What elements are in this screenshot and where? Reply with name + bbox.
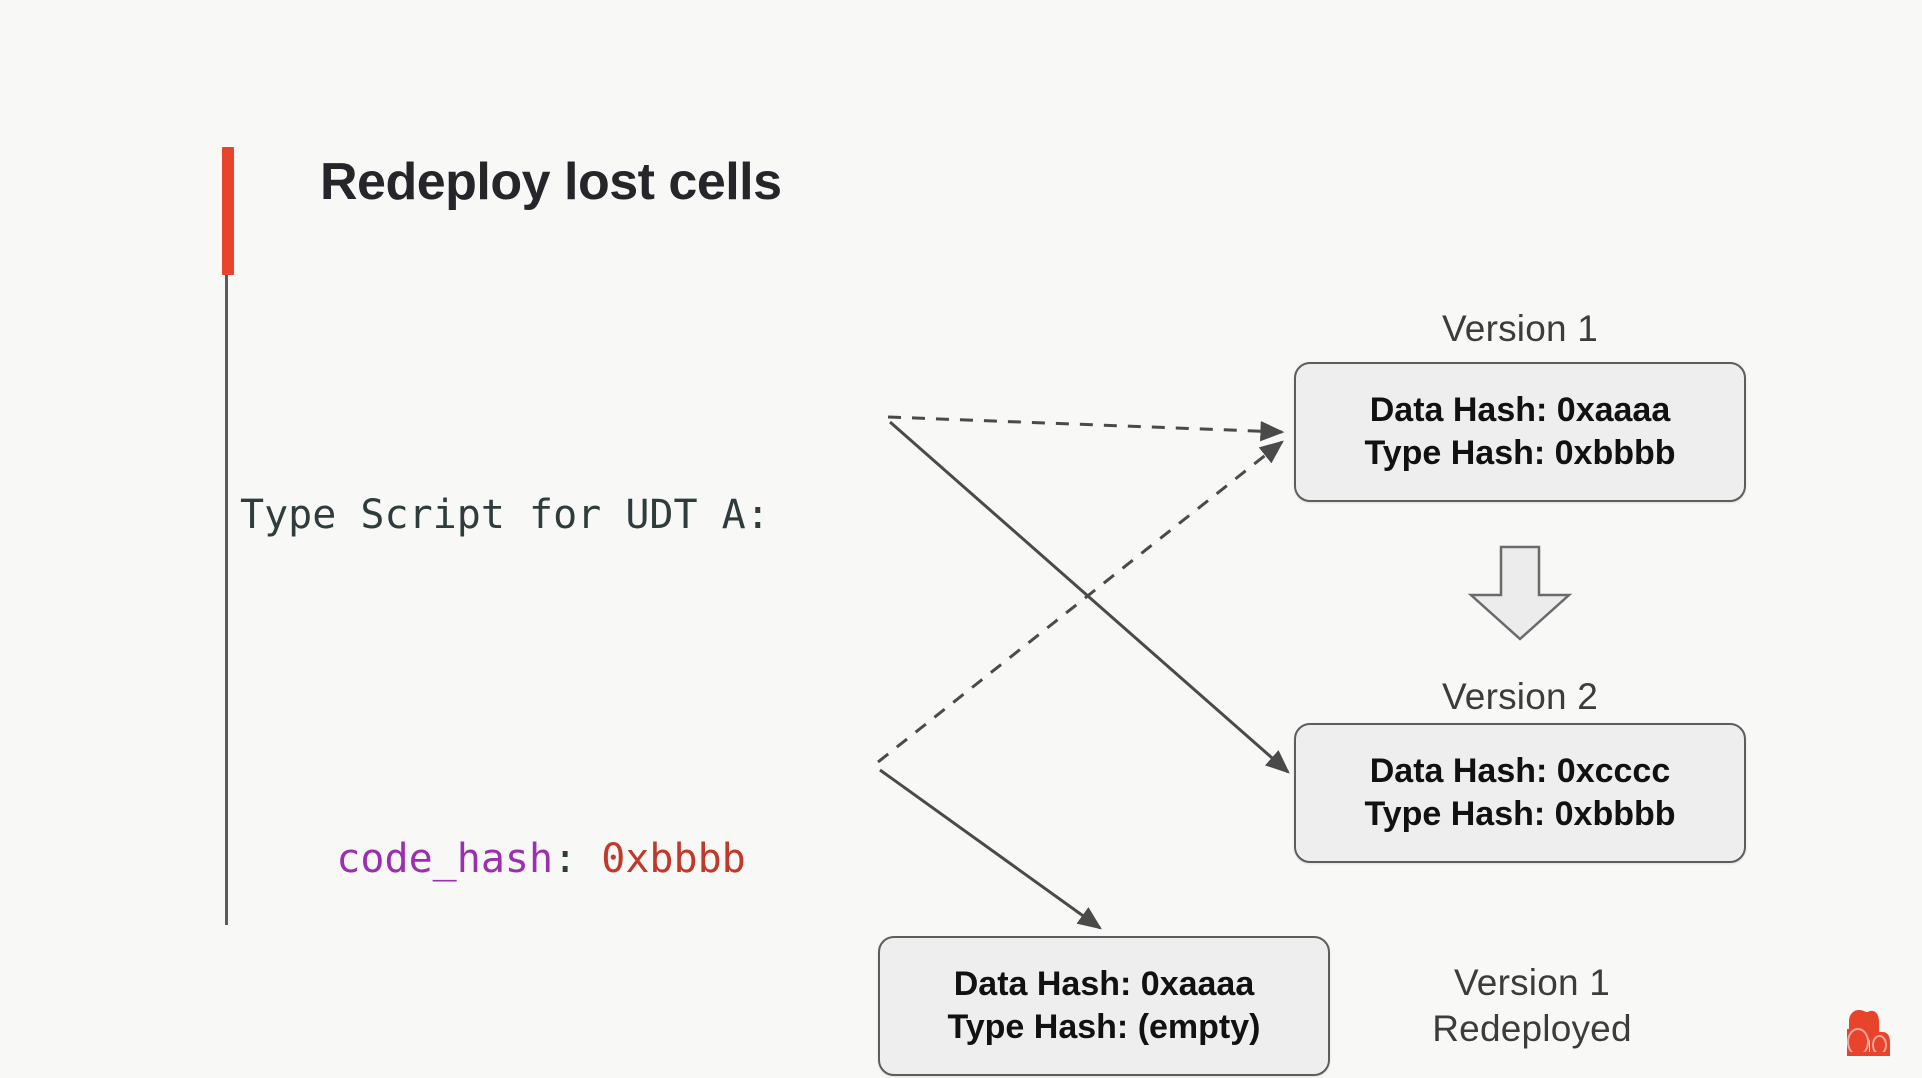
nervos-ckb-logo-icon [1847,1010,1890,1056]
label-redeployed-line2: Redeployed [1432,1007,1632,1049]
code-line-udt-a-code-hash: code_hash: 0xbbbb [240,816,770,902]
cell-box-version2[interactable]: Data Hash: 0xcccc Type Hash: 0xbbbb [1294,723,1746,863]
accent-rule [225,275,228,925]
version1-data-hash: Data Hash: 0xaaaa [1369,391,1671,430]
down-block-arrow-icon [1468,545,1572,641]
version1-type-hash: Type Hash: 0xbbbb [1364,434,1676,472]
version2-type-hash: Type Hash: 0xbbbb [1364,795,1676,833]
code-text: Type Script for UDT A: [240,492,770,538]
version2-data-hash: Data Hash: 0xcccc [1369,752,1671,791]
code-line-udt-a-header: Type Script for UDT A: [240,472,770,558]
arrow-udtB-codehash-to-redeployed [879,768,1102,930]
arrow-udtA-codehash-to-version1 [887,415,1285,442]
label-redeployed-line1: Version 1 [1453,962,1611,1003]
code-separator: : [553,836,602,882]
redeployed-type-hash: Type Hash: (empty) [947,1008,1261,1046]
arrow-udtB-codehash-to-version1 [877,440,1284,764]
code-block: Type Script for UDT A: code_hash: 0xbbbb… [240,300,770,1078]
label-version2: Version 2 [1441,676,1599,717]
code-key: code_hash [336,836,554,882]
cell-box-redeployed[interactable]: Data Hash: 0xaaaa Type Hash: (empty) [878,936,1330,1076]
code-value: 0xbbbb [601,836,746,882]
arrow-udtA-codehash-to-version2 [889,420,1290,774]
redeployed-data-hash: Data Hash: 0xaaaa [953,965,1255,1004]
accent-bar [222,147,234,275]
cell-box-version1[interactable]: Data Hash: 0xaaaa Type Hash: 0xbbbb [1294,362,1746,502]
page-title: Redeploy lost cells [320,153,782,211]
label-version1: Version 1 [1441,308,1599,349]
label-redeployed: Version 1 Redeployed [1352,960,1712,1052]
